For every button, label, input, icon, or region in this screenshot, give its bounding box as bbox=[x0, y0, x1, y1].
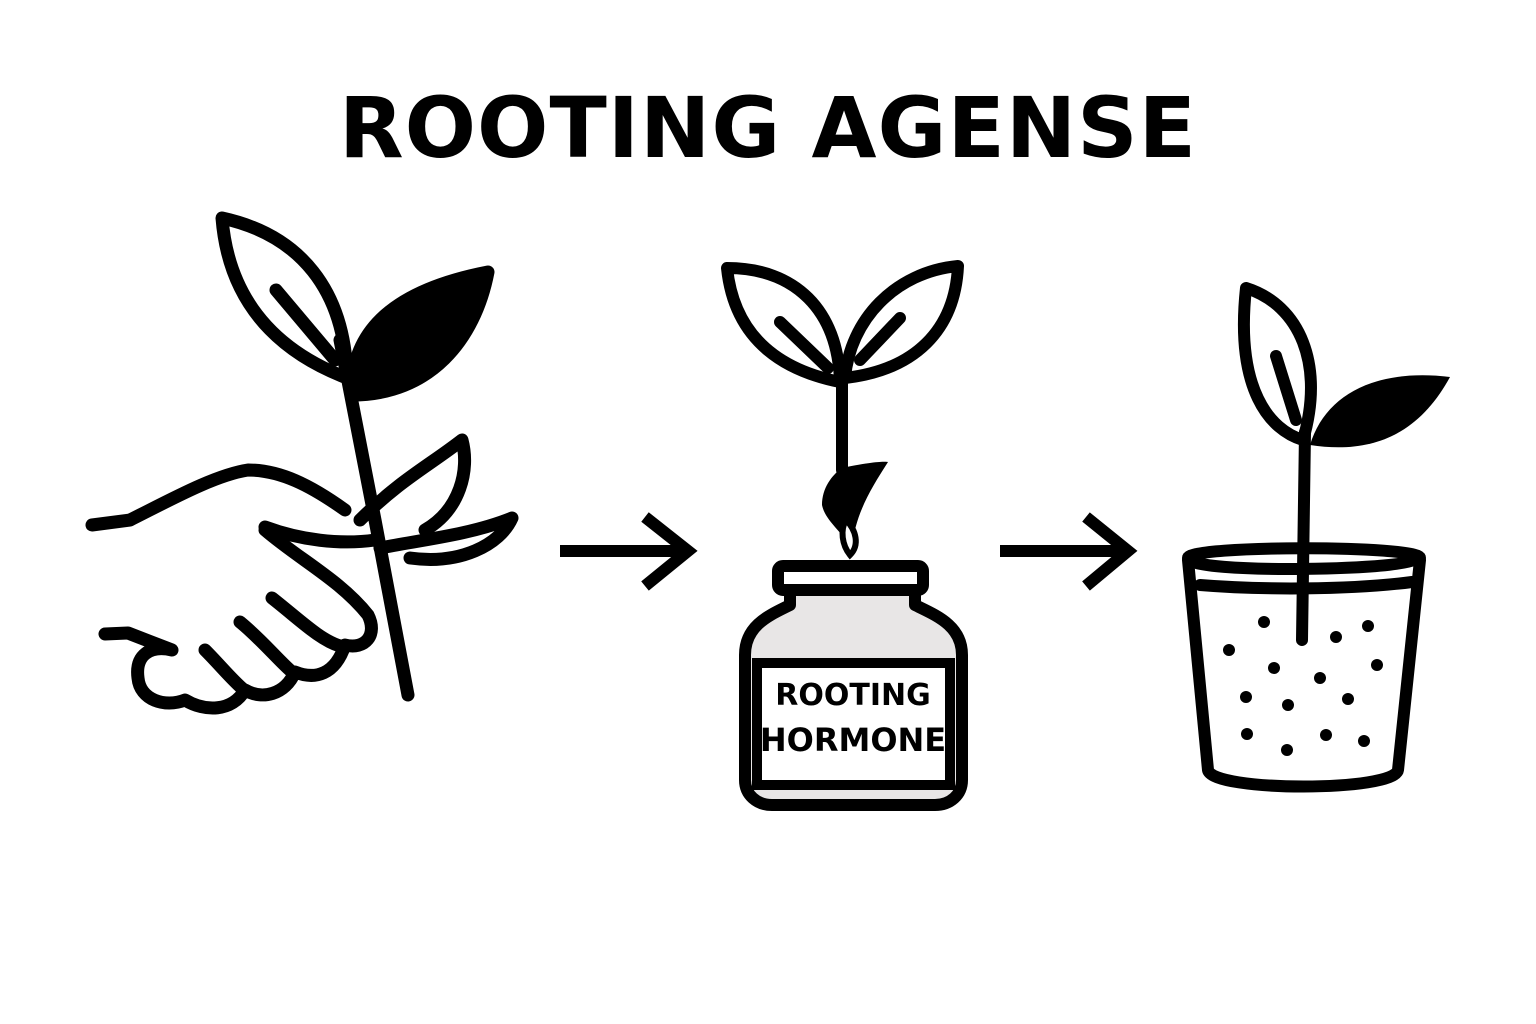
hand-holding-cutting-icon bbox=[85, 211, 519, 715]
finger-crease-1 bbox=[265, 591, 347, 653]
jar-seedling-left-leaf bbox=[721, 262, 846, 388]
jar-seedling-right-leaf bbox=[839, 260, 964, 384]
pot-seedling-stem bbox=[1296, 426, 1311, 646]
pot-seedling-right-leaf bbox=[1310, 375, 1450, 448]
arrow-right-icon bbox=[1000, 512, 1138, 591]
jar-label bbox=[752, 658, 955, 790]
hand-upper-line bbox=[85, 463, 352, 532]
cutting-leaf-vein bbox=[269, 283, 342, 367]
cutting-leaf-outline bbox=[215, 211, 354, 385]
potted-seedling-icon bbox=[1182, 282, 1450, 793]
cutting-lower-leaf-1 bbox=[353, 433, 472, 537]
pot-cup-body bbox=[1182, 554, 1426, 793]
jar-seedling-right-vein bbox=[854, 312, 906, 366]
pot-seedling-left-vein bbox=[1270, 350, 1302, 426]
cutting-lower-leaf-2 bbox=[373, 511, 519, 566]
finger-crease-2 bbox=[233, 615, 299, 679]
jar-seedling-dipped-end bbox=[822, 461, 888, 548]
pot-soil-line bbox=[1194, 576, 1418, 595]
jar-label-line1: ROOTING bbox=[775, 678, 930, 713]
finger-crease-3 bbox=[198, 643, 251, 697]
jar-seedling-left-vein bbox=[774, 316, 834, 374]
diagram-title: ROOTING AGENSE bbox=[338, 79, 1198, 177]
cutting-leaf-solid bbox=[345, 265, 495, 402]
rooting-hormone-jar-icon: ROOTING HORMONE bbox=[721, 260, 968, 811]
hand-fingers bbox=[98, 523, 378, 715]
arrow-right-icon bbox=[560, 512, 698, 591]
pot-seedling-left-leaf bbox=[1237, 282, 1317, 446]
jar-label-line2: HORMONE bbox=[760, 721, 946, 759]
pot-soil-dots bbox=[1223, 616, 1383, 756]
hand-thumb bbox=[258, 520, 382, 549]
